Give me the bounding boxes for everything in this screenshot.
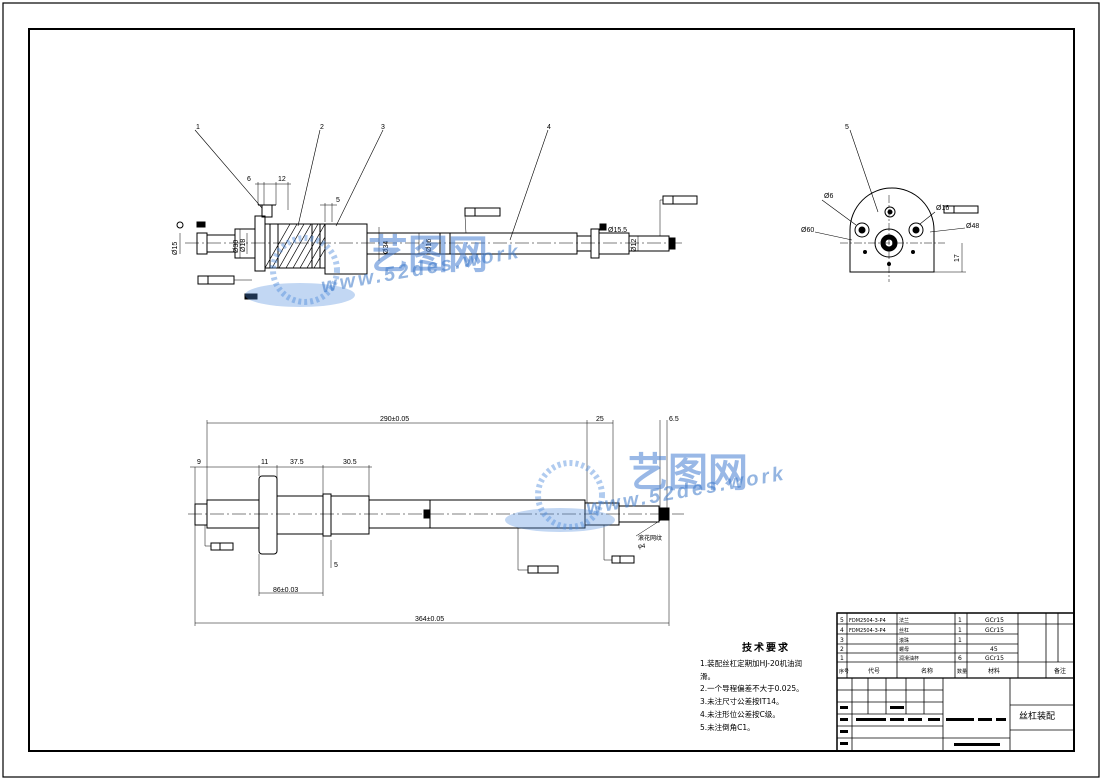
tb-row3-qty: 1 <box>958 637 962 644</box>
watermark-globe-icon <box>245 235 355 307</box>
tb-row1-mat: GCr15 <box>985 617 1004 624</box>
dim-side-dia16: Ø16 <box>936 205 949 212</box>
tb-row2-code: FDM2504-3-P4 <box>849 628 886 634</box>
tech-line-5: 5.未注倒角C1。 <box>700 722 755 732</box>
dim-dia30: Ø30 <box>233 240 240 253</box>
tech-line-3: 3.未注尺寸公差按IT14。 <box>700 697 784 707</box>
dim-65: 6.5 <box>669 416 679 423</box>
tb-row5-name: 润滑油杯 <box>899 655 919 662</box>
tech-line-1b: 滑。 <box>700 671 715 681</box>
dim-12-top: 12 <box>278 176 286 183</box>
dim-290: 290±0.05 <box>380 416 409 423</box>
title-block-grid <box>836 612 1075 752</box>
tb-row2-name: 丝杠 <box>899 627 909 634</box>
part-label-3: 3 <box>381 124 385 131</box>
dim-86: 86±0.03 <box>273 587 298 594</box>
dim-364: 364±0.05 <box>415 616 444 623</box>
tb-row4-name: 螺母 <box>899 646 909 653</box>
tb-row3-no: 3 <box>840 637 844 644</box>
watermark-cn-1: 艺图网 <box>368 232 488 278</box>
dim-side-17: 17 <box>954 254 961 262</box>
dim-dia18: Ø18 <box>240 239 247 252</box>
dim-side-dia6: Ø6 <box>824 193 833 200</box>
tb-row1-code: FDM2504-3-P4 <box>849 618 886 624</box>
tb-row4-no: 2 <box>840 646 844 653</box>
dim-dia16: Ø16 <box>426 239 433 252</box>
drawing-title: 丝杠装配 <box>1019 712 1056 722</box>
watermark-globe-icon-2 <box>505 460 615 532</box>
note-knurl: 滚花网纹 <box>638 534 662 542</box>
tb-row1-no: 5 <box>840 617 844 624</box>
dim-25: 25 <box>596 416 604 423</box>
dim-305: 30.5 <box>343 459 357 466</box>
dim-6-top: 6 <box>247 176 251 183</box>
dim-dia12: Ø12 <box>631 239 638 252</box>
tb-row1-name: 法兰 <box>899 617 909 624</box>
tb-row4-mat: 45 <box>990 646 998 653</box>
part-label-4: 4 <box>547 124 551 131</box>
tb-row2-qty: 1 <box>958 627 962 634</box>
dim-5-bottom: 5 <box>334 562 338 569</box>
tb-row2-mat: GCr15 <box>985 627 1004 634</box>
tb-hdr-no: 序号 <box>839 668 849 675</box>
dim-side-dia48: Ø48 <box>966 223 979 230</box>
dim-375: 37.5 <box>290 459 304 466</box>
tech-line-1: 1.装配丝杠定期加HJ-20机油润 <box>700 658 802 668</box>
tb-row3-name: 滚珠 <box>899 637 909 644</box>
dim-dia155: Ø15.5 <box>608 227 627 234</box>
tb-row5-qty: 6 <box>958 655 962 662</box>
tb-row5-mat: GCr15 <box>985 655 1004 662</box>
tb-hdr-qty: 数量 <box>957 668 967 675</box>
dim-5-top: 5 <box>336 197 340 204</box>
dim-dia15: Ø15 <box>172 242 179 255</box>
top-assembly-view <box>176 129 698 300</box>
tb-row1-qty: 1 <box>958 617 962 624</box>
tb-row5-no: 1 <box>840 655 844 662</box>
screw-shaft-view <box>188 420 684 626</box>
tech-title: 技术要求 <box>742 643 790 654</box>
tb-hdr-mat: 材料 <box>988 667 1000 675</box>
tb-hdr-name: 名称 <box>921 667 933 675</box>
dim-dia34: Ø34 <box>383 241 390 254</box>
dim-side-dia60: Ø60 <box>801 227 814 234</box>
tb-hdr-remark: 备注 <box>1054 667 1066 675</box>
tb-hdr-code: 代号 <box>868 667 880 675</box>
tb-row2-no: 4 <box>840 627 844 634</box>
part-label-1: 1 <box>196 124 200 131</box>
part-label-5: 5 <box>845 124 849 131</box>
inner-frame <box>28 28 1075 752</box>
watermark-cn-2: 艺图网 <box>628 450 748 496</box>
flange-side-view <box>814 129 979 282</box>
dim-9: 9 <box>197 459 201 466</box>
part-label-2: 2 <box>320 124 324 131</box>
technical-requirements: 技术要求 1.装配丝杠定期加HJ-20机油润 滑。 2.一个导程偏差不大于0.0… <box>700 643 832 735</box>
dim-11: 11 <box>261 459 268 466</box>
note-m4: φ4 <box>638 544 646 550</box>
tech-line-4: 4.未注形位公差按C级。 <box>700 709 780 719</box>
tech-line-2: 2.一个导程偏差不大于0.025。 <box>700 684 804 694</box>
